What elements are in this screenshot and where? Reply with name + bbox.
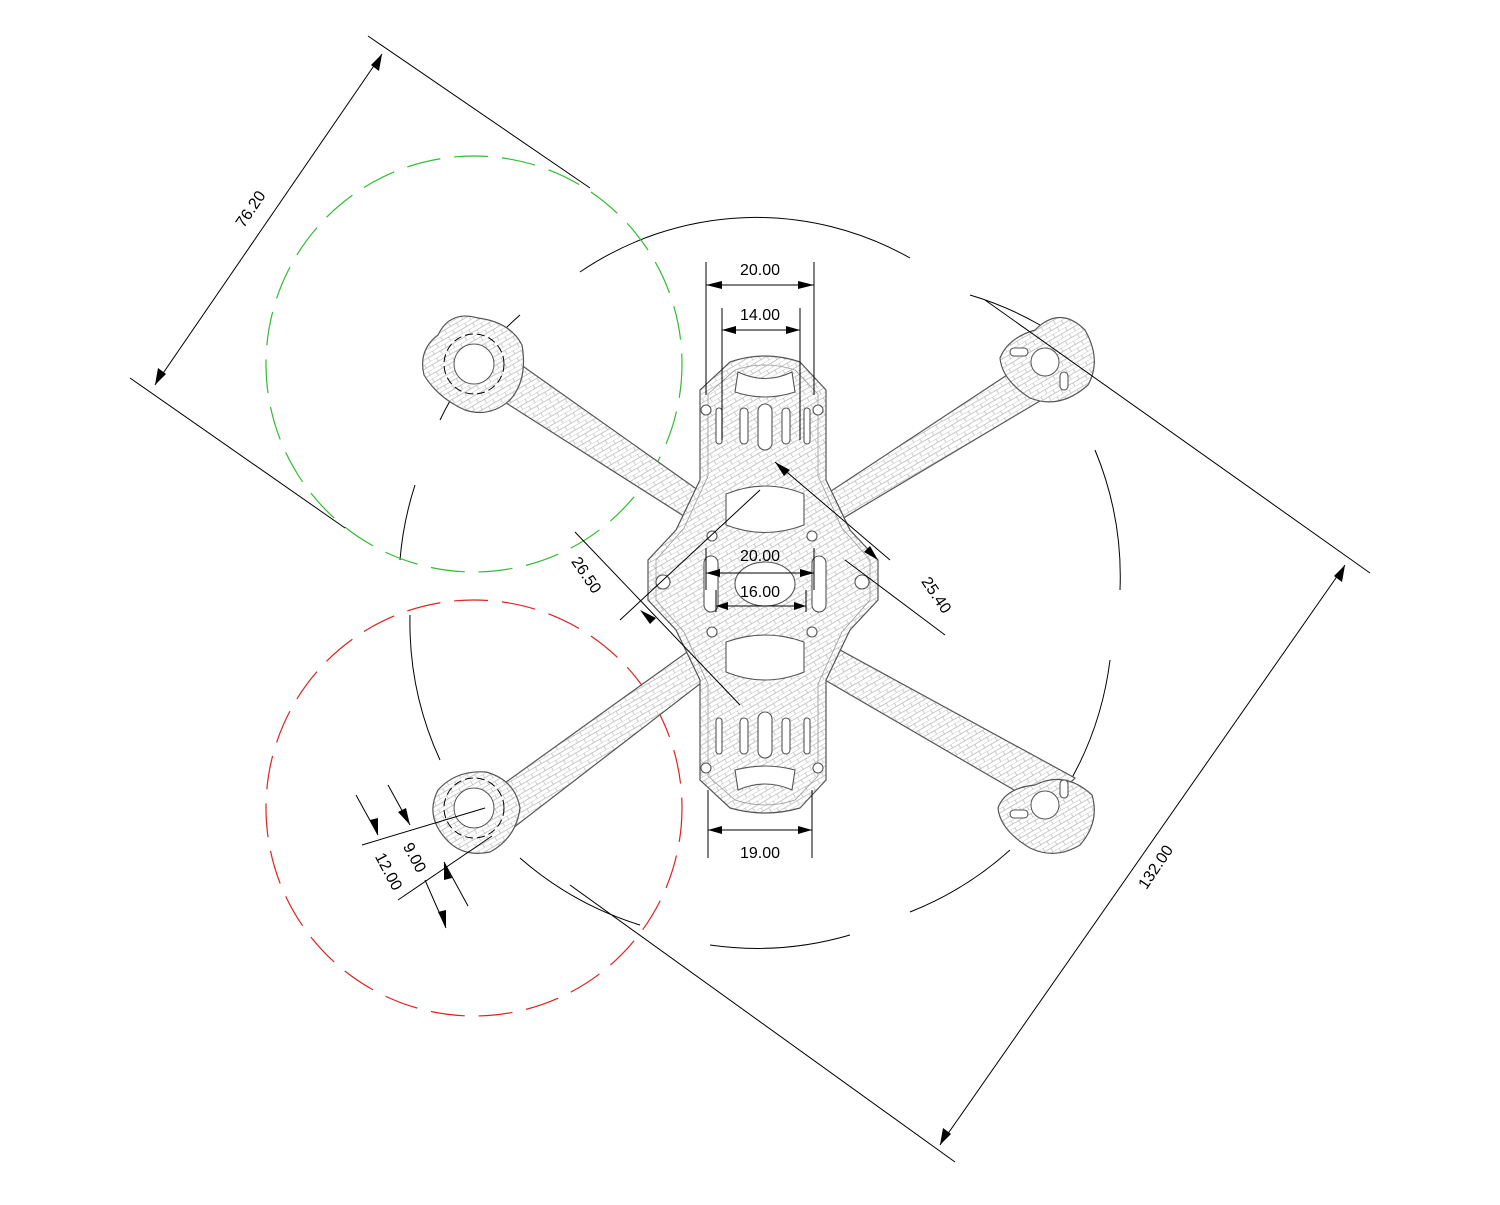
dim-motor-outer: 12.00 (371, 850, 405, 893)
dim-stack-offset-right: 25.40 (917, 574, 954, 617)
dim-prop-diameter: 76.20 (233, 188, 270, 231)
arrowheads (155, 54, 1345, 1145)
dim-center-inner-width: 16.00 (740, 584, 780, 601)
prop-circle-upper (265, 155, 683, 573)
dim-bottom-width: 19.00 (740, 845, 780, 862)
dim-stack-offset-left: 26.50 (567, 554, 604, 597)
dim-top-inner-width: 14.00 (740, 307, 780, 324)
dim-motor-inner: 9.00 (399, 840, 429, 876)
frame (422, 315, 1095, 854)
dim-wheelbase: 132.00 (1136, 842, 1178, 892)
envelope-arcs (399, 216, 1121, 949)
dim-top-outer-width: 20.00 (740, 262, 780, 279)
prop-circle-lower (265, 599, 683, 1017)
dim-center-outer-width: 20.00 (740, 548, 780, 565)
